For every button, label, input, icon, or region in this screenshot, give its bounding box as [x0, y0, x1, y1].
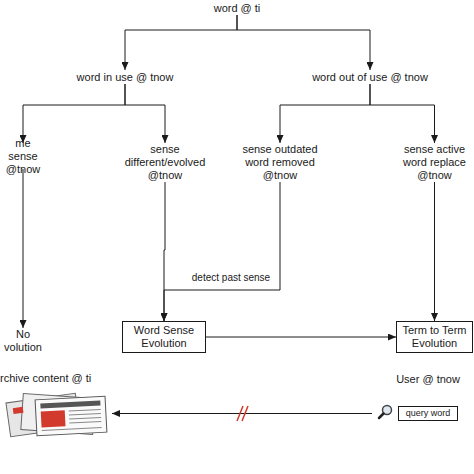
process-box: Term to Term Evolution [396, 321, 473, 353]
plain-text-node: No volution [0, 328, 46, 354]
node-text: Term to Term Evolution [397, 324, 472, 350]
node-text: rchive content @ ti [0, 372, 91, 385]
newspaper-stack [6, 393, 107, 436]
flow-arrow [206, 337, 396, 338]
process-box: Word Sense Evolution [122, 321, 206, 353]
print-line [69, 413, 101, 415]
flow-arrow [23, 169, 24, 328]
node-text: query word [406, 407, 451, 420]
flow-arrow [434, 182, 435, 321]
plain-text-node: sense different/evolved @tnow [120, 143, 210, 182]
plain-text-node: word in use @ tnow [60, 70, 190, 84]
node-text: sense different/evolved @tnow [120, 143, 210, 182]
break-slash [237, 406, 243, 421]
flow-arrow [370, 84, 435, 143]
archive-node: rchive content @ ti [0, 372, 112, 436]
red-mark [13, 407, 24, 414]
flow-arrow [23, 84, 125, 143]
node-text: me sense @tnow [0, 137, 46, 176]
plain-text-node: sense outdated word removed @tnow [240, 143, 320, 182]
print-line [69, 417, 101, 419]
flow-arrow [280, 84, 370, 143]
plain-text-node: word out of use @ tnow [300, 70, 440, 84]
flow-arrow [125, 84, 165, 143]
node-text: word out of use @ tnow [312, 71, 428, 84]
node-text: word in use @ tnow [77, 71, 174, 84]
node-text: Word Sense Evolution [123, 324, 205, 350]
edge-label: detect past sense [186, 272, 276, 284]
flow-arrow [112, 413, 372, 414]
plain-text-node: sense active word replace @tnow [396, 143, 473, 182]
node-text: User @ tnow [396, 373, 460, 386]
plain-text-node: User @ tnow [388, 372, 468, 386]
print-line [69, 409, 101, 411]
newspaper-sheet [35, 396, 107, 436]
photo-block [41, 410, 66, 427]
flow-arrow [125, 15, 237, 70]
node-text: word @ ti [214, 2, 261, 15]
flow-arrow [164, 182, 280, 321]
node-text: sense outdated word removed @tnow [240, 143, 320, 182]
node-text: No volution [0, 328, 46, 354]
plain-text-node: me sense @tnow [0, 143, 46, 169]
print-line [42, 427, 102, 430]
magnifier-handle [379, 414, 384, 419]
search-box: query word [398, 406, 458, 421]
node-text: sense active word replace @tnow [396, 143, 473, 182]
headline-bar [40, 400, 100, 408]
print-line [69, 421, 101, 423]
plain-text-node: word @ ti [187, 1, 287, 15]
flow-arrow [237, 15, 370, 70]
break-slash [242, 406, 248, 421]
newspaper-print [40, 400, 101, 430]
magnifier-icon [379, 406, 392, 419]
